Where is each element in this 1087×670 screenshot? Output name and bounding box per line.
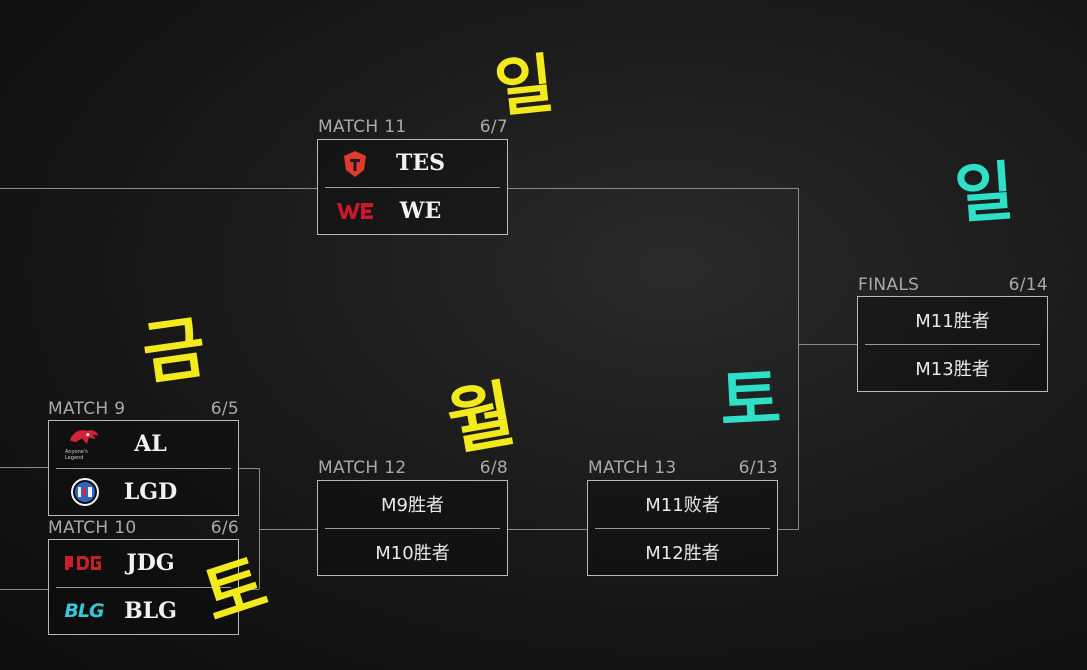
- slot-label: M9胜者: [381, 495, 444, 516]
- team-row-we[interactable]: WE: [318, 188, 507, 234]
- match-title: MATCH 9: [48, 399, 126, 419]
- connector-line: [799, 344, 857, 345]
- match-title: MATCH 10: [48, 518, 137, 538]
- team-name: WE: [399, 198, 442, 224]
- connector-line: [0, 589, 48, 590]
- team-name: BLG: [124, 598, 177, 624]
- day-annotation: 월: [441, 370, 522, 466]
- connector-line: [778, 529, 799, 530]
- day-annotation: 금: [137, 308, 211, 395]
- slot-label: M12胜者: [645, 543, 720, 564]
- connector-line: [0, 188, 317, 189]
- connector-line: [798, 188, 799, 530]
- team-row-lgd[interactable]: LGD: [49, 469, 238, 515]
- jdg-logo-icon: [63, 552, 103, 574]
- slot-row[interactable]: M10胜者: [318, 529, 507, 575]
- match-13-header: MATCH 13 6/13: [588, 458, 778, 478]
- slot-row[interactable]: M11败者: [588, 481, 777, 527]
- finals-card[interactable]: M11胜者 M13胜者: [857, 296, 1048, 392]
- day-annotation: 일: [952, 155, 1017, 233]
- connector-line: [0, 467, 48, 468]
- match-13-card[interactable]: M11败者 M12胜者: [587, 480, 778, 576]
- connector-line: [508, 529, 587, 530]
- match-10-card[interactable]: JDG BLG BLG: [48, 539, 239, 635]
- day-annotation: 일: [491, 47, 558, 127]
- match-title: MATCH 11: [318, 117, 407, 137]
- connector-line: [239, 589, 259, 590]
- finals-header: FINALS 6/14: [858, 275, 1048, 295]
- blg-logo-icon: BLG: [64, 600, 104, 622]
- match-date: 6/8: [479, 458, 508, 478]
- al-logo-icon: Anyone's Legend: [65, 427, 103, 461]
- connector-line: [508, 188, 799, 189]
- day-annotation: 토: [718, 360, 783, 441]
- row-divider: [595, 528, 770, 529]
- we-logo-icon: [336, 200, 374, 222]
- row-divider: [325, 528, 500, 529]
- team-name: JDG: [126, 550, 175, 576]
- slot-row[interactable]: M11胜者: [858, 297, 1047, 343]
- row-divider: [865, 344, 1040, 345]
- match-date: 6/13: [738, 458, 778, 478]
- connector-line: [259, 468, 260, 589]
- team-name: LGD: [123, 479, 178, 505]
- slot-row[interactable]: M13胜者: [858, 345, 1047, 391]
- match-9-header: MATCH 9 6/5: [48, 399, 239, 419]
- match-date: 6/7: [479, 117, 508, 137]
- team-name: TES: [395, 150, 446, 176]
- tes-logo-icon: [342, 150, 368, 178]
- match-11-header: MATCH 11 6/7: [318, 117, 508, 137]
- team-row-blg[interactable]: BLG BLG: [49, 588, 238, 634]
- slot-label: M13胜者: [915, 359, 990, 380]
- match-title: FINALS: [858, 275, 920, 295]
- connector-line: [259, 529, 317, 530]
- row-divider: [325, 187, 500, 188]
- team-name: AL: [134, 431, 167, 457]
- slot-label: M11败者: [645, 495, 720, 516]
- match-title: MATCH 13: [588, 458, 677, 478]
- match-date: 6/5: [210, 399, 239, 419]
- match-date: 6/6: [210, 518, 239, 538]
- match-12-header: MATCH 12 6/8: [318, 458, 508, 478]
- row-divider: [56, 468, 231, 469]
- slot-row[interactable]: M12胜者: [588, 529, 777, 575]
- match-11-card[interactable]: TES WE: [317, 139, 508, 235]
- match-title: MATCH 12: [318, 458, 407, 478]
- match-date: 6/14: [1008, 275, 1048, 295]
- match-10-header: MATCH 10 6/6: [48, 518, 239, 538]
- slot-row[interactable]: M9胜者: [318, 481, 507, 527]
- match-9-card[interactable]: Anyone's Legend AL LGD: [48, 420, 239, 516]
- slot-label: M11胜者: [915, 311, 990, 332]
- slot-label: M10胜者: [375, 543, 450, 564]
- lgd-logo-icon: [70, 477, 100, 507]
- connector-line: [239, 468, 259, 469]
- match-12-card[interactable]: M9胜者 M10胜者: [317, 480, 508, 576]
- team-row-al[interactable]: Anyone's Legend AL: [49, 421, 238, 467]
- team-row-jdg[interactable]: JDG: [49, 540, 238, 586]
- team-row-tes[interactable]: TES: [318, 140, 507, 186]
- row-divider: [56, 587, 231, 588]
